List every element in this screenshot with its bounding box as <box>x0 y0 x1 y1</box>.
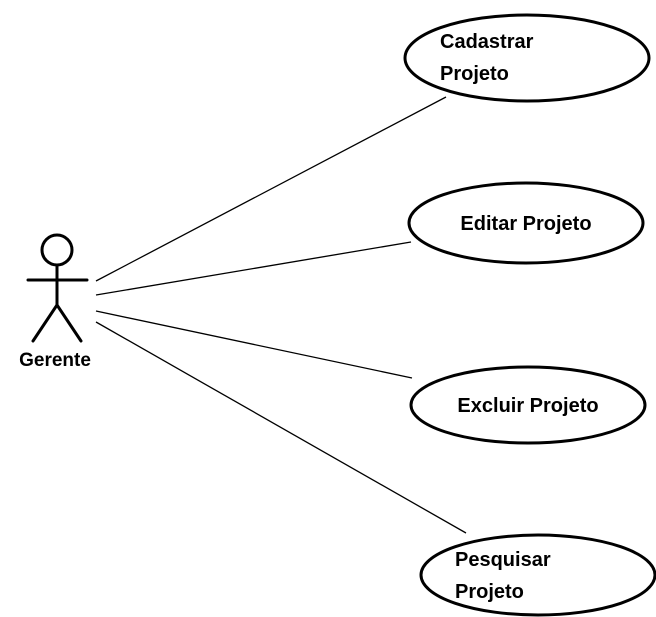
association-cadastrar <box>95 96 447 282</box>
use-case-ellipse <box>407 181 645 265</box>
use-case-cadastrar-projeto[interactable]: Cadastrar Projeto <box>403 13 651 103</box>
actor-right-leg <box>55 303 83 343</box>
use-case-pesquisar-projeto[interactable]: Pesquisar Projeto <box>419 533 656 617</box>
use-case-excluir-projeto[interactable]: Excluir Projeto <box>409 365 647 445</box>
association-excluir <box>95 310 413 379</box>
actor-head <box>40 233 74 267</box>
associations <box>95 96 467 534</box>
use-case-label-line2: Projeto <box>455 581 524 603</box>
actor-left-leg <box>31 303 59 343</box>
association-pesquisar <box>95 321 467 534</box>
actor-gerente[interactable]: Gerente <box>19 233 91 371</box>
use-case-label: Excluir Projeto <box>457 395 598 417</box>
use-case-label-line1: Pesquisar <box>455 549 551 571</box>
use-case-ellipse <box>409 365 647 445</box>
use-case-label-line1: Cadastrar <box>440 31 534 53</box>
use-case-label: Editar Projeto <box>460 213 591 235</box>
actor-label: Gerente <box>19 350 91 371</box>
stick-figure-icon <box>26 233 89 343</box>
use-case-ellipse <box>403 13 651 103</box>
use-case-ellipse <box>419 533 656 617</box>
use-case-label-line2: Projeto <box>440 63 509 85</box>
association-editar <box>95 241 412 296</box>
use-case-editar-projeto[interactable]: Editar Projeto <box>407 181 645 265</box>
